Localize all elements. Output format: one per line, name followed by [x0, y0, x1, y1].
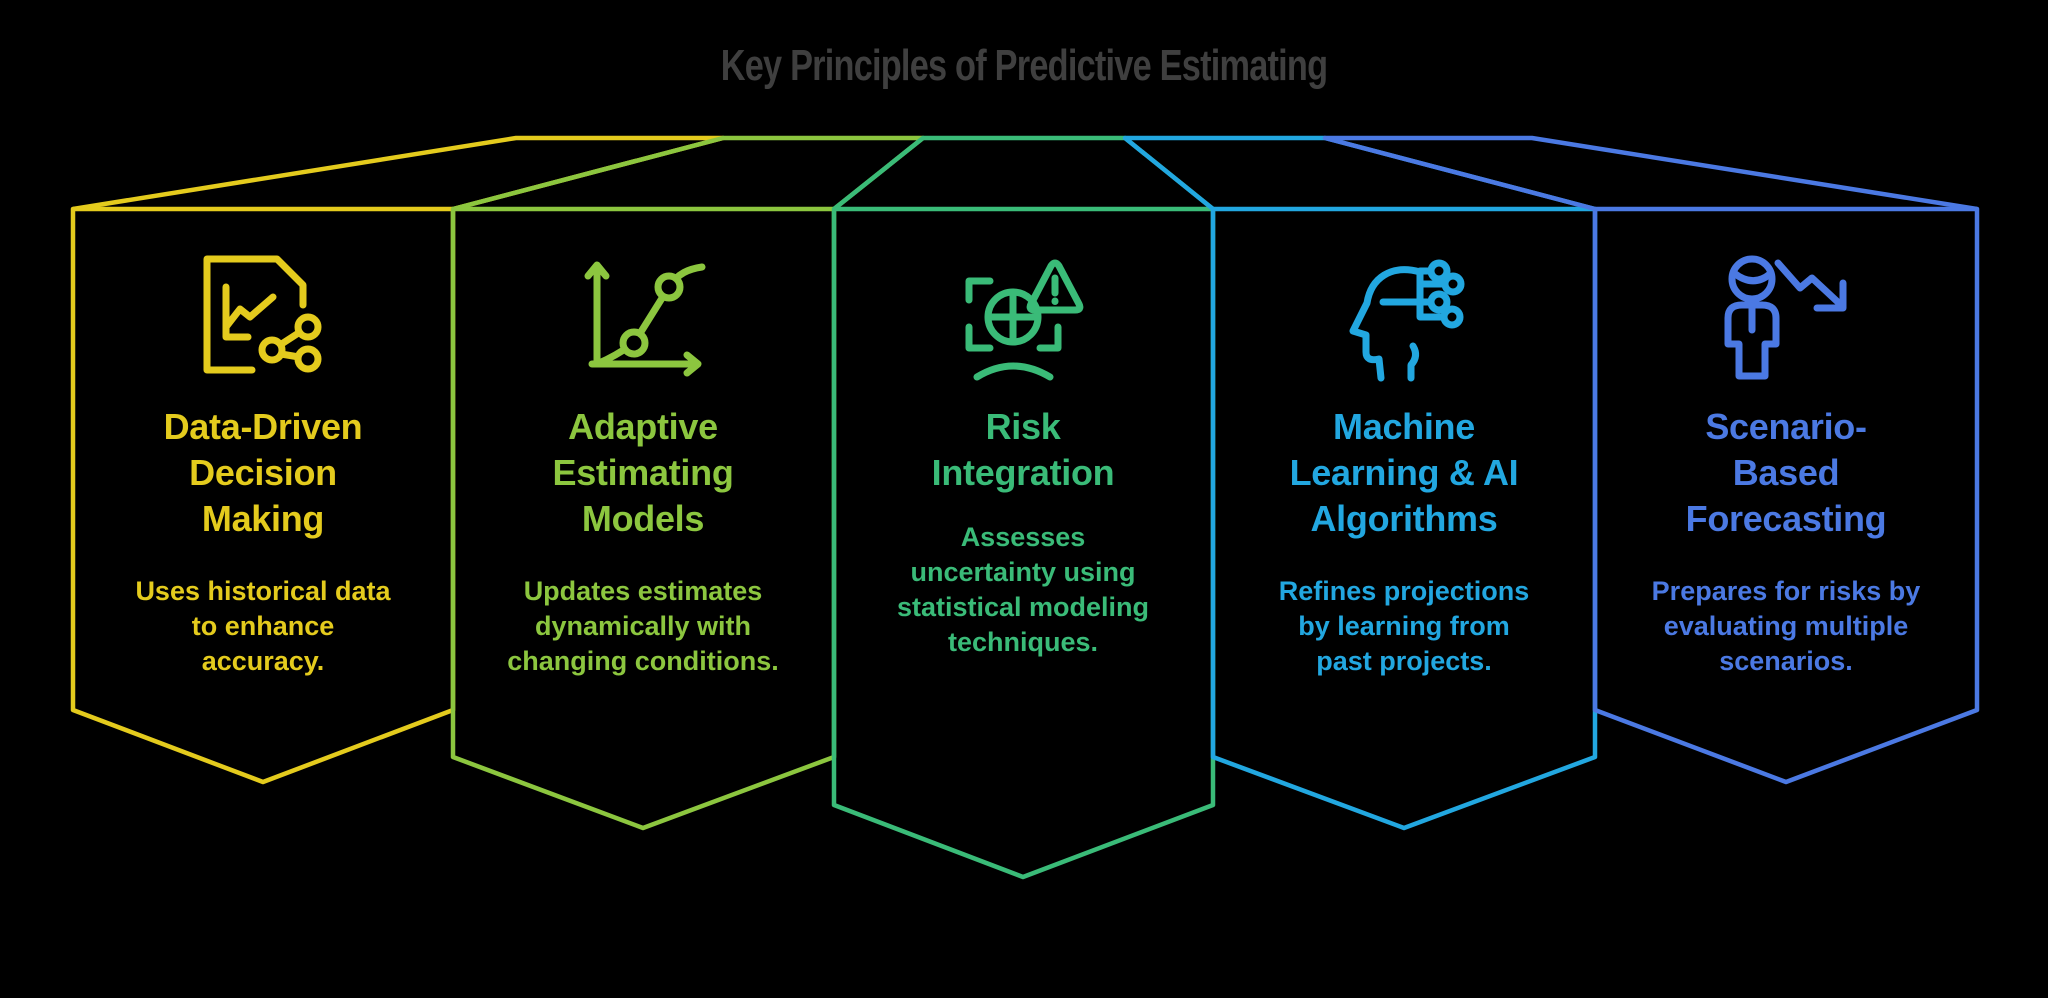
data-point-node: [654, 272, 684, 302]
circuit-node: [1427, 259, 1451, 283]
share-node: [294, 345, 322, 373]
banner-outline: [1322, 135, 1980, 785]
banner-5-shape: [1322, 135, 1980, 785]
banner-4-title: Machine Learning & AI Algorithms: [1289, 406, 1519, 539]
banner-3-shape: [831, 135, 1216, 880]
banner-4-description: Refines projections by learning from pas…: [1278, 576, 1530, 676]
frame-bracket: [1036, 323, 1062, 352]
banner-outline: [831, 135, 1216, 880]
document-shape: [203, 255, 307, 374]
circuit-branch: [1416, 298, 1449, 321]
document-chart-share-icon: [203, 255, 322, 374]
data-point-node: [619, 328, 649, 358]
banner-5-description: Prepares for risks by evaluating multipl…: [1651, 576, 1921, 676]
page-title: Key Principles of Predictive Estimating: [720, 41, 1328, 90]
y-axis-arrow: [584, 261, 610, 368]
person-decline-arrow-icon: [1724, 255, 1847, 380]
person-head: [1728, 255, 1776, 303]
hair-arc: [1730, 269, 1774, 285]
warning-triangle: [1026, 259, 1084, 314]
neck-line: [1407, 342, 1420, 382]
circuit-node: [1440, 305, 1464, 329]
head-circuit-icon: [1349, 259, 1465, 382]
banner-5-title: Scenario- Based Forecasting: [1685, 406, 1887, 539]
frame-bracket: [965, 277, 994, 304]
banner-2-description: Updates estimates dynamically with chang…: [507, 576, 779, 676]
banner-2-title: Adaptive Estimating Models: [552, 406, 734, 539]
decline-arrow: [1774, 259, 1845, 309]
frame-bracket: [965, 323, 994, 352]
head-profile: [1349, 266, 1424, 382]
banner-3-title: Risk Integration: [931, 406, 1115, 493]
circuit-node: [1427, 290, 1451, 314]
growth-chart-nodes-icon: [584, 261, 706, 377]
banner-1-title: Data-Driven Decision Making: [163, 406, 363, 539]
share-node: [294, 313, 322, 341]
x-axis-arrow: [588, 351, 702, 377]
globe-warning-icon: [965, 259, 1084, 381]
banner-3-description: Assesses uncertainty using statistical m…: [896, 522, 1150, 657]
chart-line: [222, 283, 277, 341]
bottom-arc: [973, 362, 1054, 381]
trend-line: [593, 263, 706, 368]
arrow-head: [1813, 279, 1847, 312]
banner-1-description: Uses historical data to enhance accuracy…: [135, 576, 391, 676]
share-node: [258, 336, 286, 364]
circuit-node: [1441, 272, 1465, 296]
person-body: [1724, 301, 1780, 380]
